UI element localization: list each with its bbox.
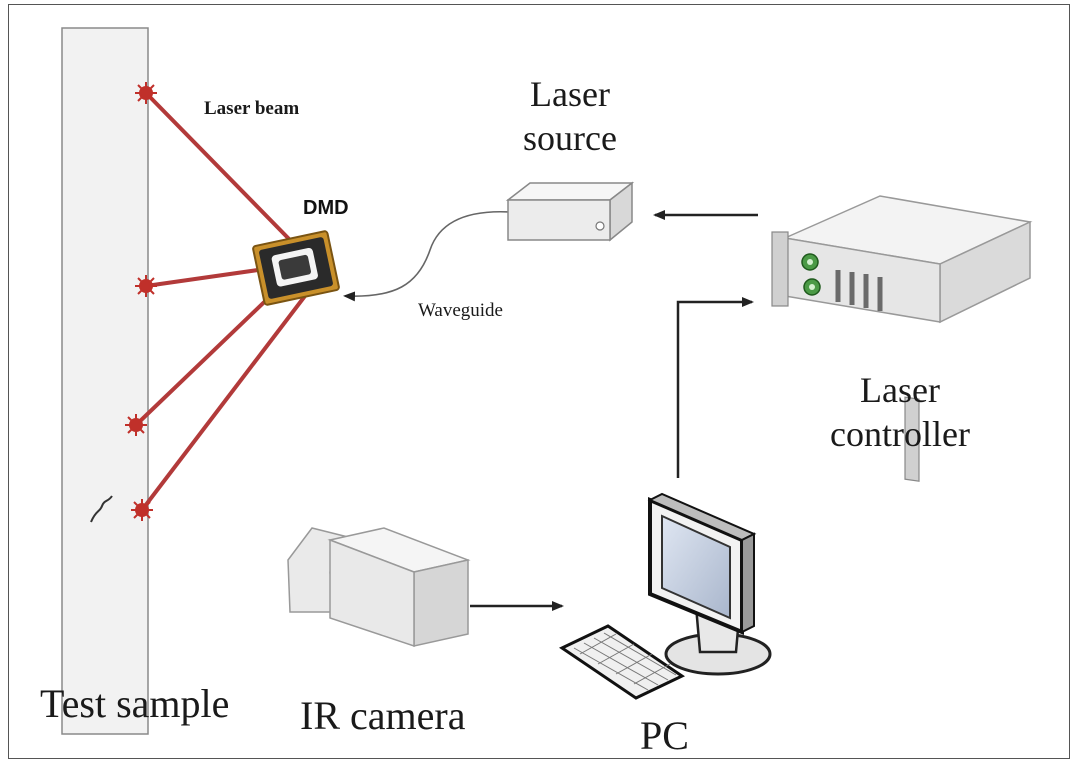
pc-monitor-icon [647, 492, 772, 676]
laser-beam-1 [144, 91, 292, 242]
laser-beams [134, 91, 310, 512]
diagram-border [8, 4, 1070, 759]
label-laser-controller-line2: controller [830, 414, 970, 454]
dmd-chip-icon [252, 230, 340, 306]
laser-spot-4 [131, 499, 153, 521]
label-laser-source: Laser source [505, 72, 635, 160]
test-sample-panel [61, 27, 149, 735]
label-dmd: DMD [303, 197, 349, 219]
label-pc: PC [640, 713, 689, 758]
arrow-pc-to-controller [676, 297, 754, 478]
label-ir-camera: IR camera [300, 693, 466, 738]
label-laser-controller-line1: Laser [860, 370, 940, 410]
laser-spot-3 [125, 414, 147, 436]
label-test-sample: Test sample [40, 681, 230, 726]
laser-spot-2 [135, 275, 157, 297]
keyboard-icon [558, 624, 686, 700]
label-laser-source-line2: source [523, 118, 617, 158]
waveguide-fiber [343, 210, 511, 302]
laser-source-box-icon [505, 181, 635, 242]
label-waveguide: Waveguide [418, 300, 503, 321]
label-laser-controller: Laser controller [815, 368, 985, 456]
label-laser-beam: Laser beam [204, 98, 300, 119]
laser-beam-4 [140, 290, 310, 512]
laser-beam-2 [145, 266, 273, 288]
laser-beam-3 [134, 283, 284, 427]
laser-spots [125, 82, 157, 521]
crack-mark [90, 495, 113, 523]
ir-camera-icon [287, 527, 471, 648]
laser-spot-1 [135, 82, 157, 104]
label-laser-source-line1: Laser [530, 74, 610, 114]
laser-controller-rack-icon [771, 195, 1033, 482]
